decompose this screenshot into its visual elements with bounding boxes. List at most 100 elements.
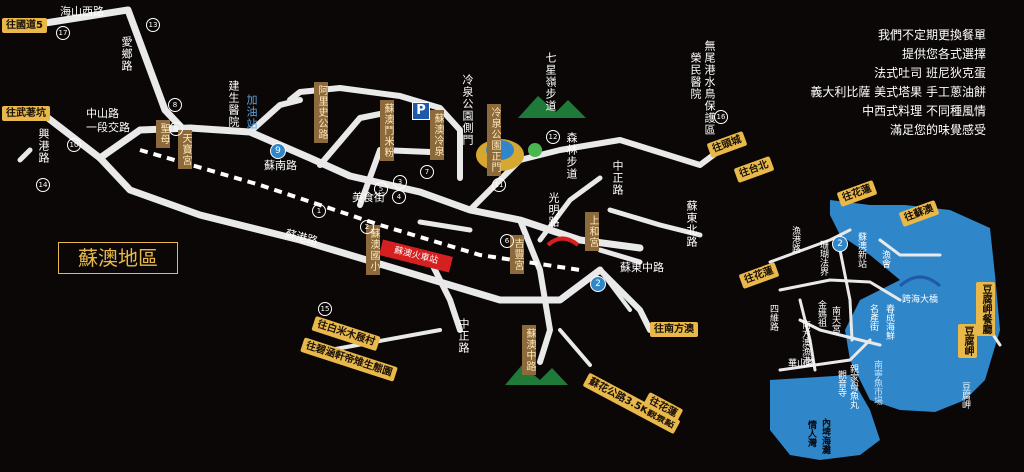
road-haishan (16, 6, 186, 132)
inset-label-siyuan: 四維路 (768, 304, 778, 331)
road-label-senlin: 森林步道 (565, 132, 578, 180)
bridge-icon (546, 236, 580, 247)
road-label-zhongshan2: 一段交路 (86, 121, 130, 134)
inset-sea (830, 200, 1000, 412)
arrow-nanfang (598, 268, 632, 312)
inset-road3 (798, 318, 882, 347)
poi-i: 上和宮 (585, 212, 599, 251)
road-label-zhongzheng2: 中正路 (457, 318, 470, 354)
road-label-haishan: 海山西路 (60, 5, 104, 18)
inset-label-nanhai: 南方澳漁港 (800, 320, 810, 365)
road-label-jiansheng: 建生醫院 (227, 80, 240, 128)
inset-label-guanyin: 觀音寺 (836, 370, 846, 397)
road-label-suzhong: 蘇東中路 (620, 261, 664, 274)
road-label-lengquan: 冷泉公園側門 (461, 74, 474, 146)
inset-label-nanan: 名產街 (868, 304, 878, 331)
note-line: 提供您各式選擇 (901, 47, 986, 61)
inset-bay (770, 375, 880, 460)
note-line: 法式吐司 班尼狄克蛋 (874, 66, 986, 80)
road-label-zhongzheng: 中正路 (611, 160, 624, 196)
marker: 12 (546, 130, 560, 144)
inset-label-fuxing: 親家母魚丸 (848, 364, 858, 409)
road-label-aili: 愛鄉路 (120, 36, 133, 72)
road-zhongzheng-s (427, 257, 463, 333)
inset-label-tian: 蘇澳新站 (856, 232, 866, 268)
inset-road1 (768, 228, 852, 264)
inset-road7 (878, 238, 942, 257)
road-north-loop (287, 85, 463, 181)
note-line: 義大利比薩 美式塔果 手工蔥油餅 (810, 85, 986, 99)
road-nanfang (597, 267, 653, 333)
inset-label-neipi: 內埤海灘 (820, 418, 830, 454)
inset-label-bay: 跨海大橋 (902, 295, 939, 305)
note-line: 中西式料理 不同種風情 (862, 104, 986, 118)
road-minor1 (417, 219, 473, 233)
road-label-qixing: 七星嶺步道 (544, 52, 557, 112)
road-west (17, 147, 33, 163)
inset-label-jinxiu: 珊瑚法界 (818, 240, 828, 276)
mountain-south (505, 365, 568, 385)
inset-label-yueguang: 南天宮 (830, 306, 840, 333)
note-line: 我們不定期更換餐單 (877, 28, 986, 42)
marker: 9 (169, 122, 183, 136)
poi-e: 蘇澳冷泉 (430, 110, 444, 160)
road-sudong (607, 207, 703, 238)
poi-h: 吉豐宮 (510, 235, 524, 274)
road-label-rongmin: 榮民醫院 (689, 52, 702, 100)
parking-icon: P (412, 102, 430, 120)
poi-a: 聖母 (156, 120, 170, 148)
menu-notes: 我們不定期更換餐單 提供您各式選擇 法式吐司 班尼狄克蛋 義大利比薩 美式塔果 … (810, 26, 986, 140)
marker: 11 (492, 178, 506, 192)
marker: 8 (168, 98, 182, 112)
region-badge: 蘇澳地區 (58, 242, 178, 274)
inset-road4 (778, 338, 872, 372)
circle-marker: 2 (590, 276, 606, 292)
inset-label-qingren: 情人灣 (806, 420, 816, 447)
road-suzhong (597, 247, 643, 265)
inset-label-jinyuan: 金媽祖 (816, 300, 826, 327)
mountain-north (518, 96, 586, 118)
inset-label-dongao: 南寧魚市場 (872, 360, 882, 405)
marker: 13 (146, 18, 160, 32)
road-guangming (537, 175, 603, 243)
inset-label-huashan: 華山路 (788, 359, 816, 369)
marker: 1 (312, 204, 326, 218)
marker: 15 (318, 302, 332, 316)
marker: 16 (714, 110, 728, 124)
inset-road6 (838, 248, 854, 342)
circle-marker: 9 (270, 143, 286, 159)
road-label-meishi: 美食街 (352, 191, 385, 204)
marker: 14 (36, 178, 50, 192)
note-line: 滿足您的味覺感受 (889, 123, 986, 137)
inset-label-haitian: 漁會 (880, 250, 890, 268)
road-zhongzheng (517, 217, 553, 365)
poi-g: 蘇澳國小 (366, 225, 380, 275)
poi-f: 冷泉公園正門 (487, 104, 501, 176)
road-label-sudong: 蘇東北路 (685, 200, 698, 248)
inset-label-harbor-road: 漁港路 (790, 226, 800, 253)
road-sugang (96, 154, 604, 304)
road-label-sunan: 蘇南路 (264, 159, 297, 172)
label-nanfang: 往南方澳 (650, 322, 698, 337)
poi-d: 蘇澳鬥米粉 (380, 100, 394, 161)
inset-label-shengshi: 春成海鮮 (884, 304, 894, 340)
road-label-wuyuan: 無尾港水鳥保護區 (703, 40, 716, 136)
inset-label-taoyuan: 豆腐岬 (960, 382, 970, 409)
label-guodao5: 往國道5 (2, 18, 47, 33)
poi-c: 阿里史公路 (314, 82, 328, 143)
poi-j: 蘇澳中路 (522, 325, 536, 375)
road-link1 (247, 97, 303, 135)
inset-label-tofu2: 豆腐岬 (958, 324, 977, 358)
inset-road5 (798, 298, 817, 372)
marker: 2 (360, 220, 374, 234)
road-label-jiayou: 加油站 (245, 94, 258, 130)
circle-marker: 2 (832, 236, 848, 252)
marker: 3 (393, 175, 407, 189)
marker: 5 (374, 182, 388, 196)
poi-b: 天寶宮 (178, 130, 192, 169)
arrow-suhua (558, 328, 592, 367)
marker: 4 (392, 190, 406, 204)
road-label-zhongshan: 中山路 (86, 107, 119, 120)
